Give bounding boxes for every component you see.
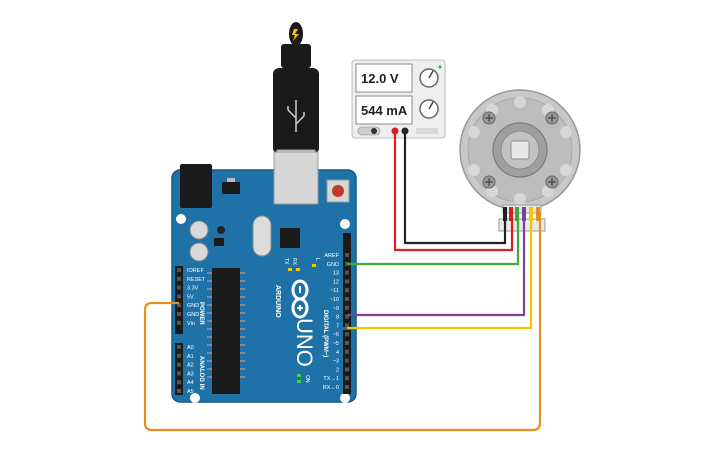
- lightning-icon: [292, 29, 299, 41]
- power-pin[interactable]: [177, 294, 181, 299]
- motor[interactable]: [459, 89, 581, 232]
- digital-section-label: DIGITAL (PWM~): [322, 310, 328, 357]
- digital-pin[interactable]: [345, 323, 349, 328]
- negative-terminal[interactable]: [401, 127, 409, 135]
- digital-pin-label: ~3: [333, 359, 339, 365]
- digital-pin[interactable]: [345, 385, 349, 389]
- analog-pin[interactable]: [177, 371, 181, 376]
- analog-pin-label: A3: [187, 371, 194, 377]
- power-supply[interactable]: 12.0 V 544 mA: [351, 59, 446, 139]
- digital-pin-label: ~9: [333, 306, 339, 312]
- power-pin-label: RESET: [187, 277, 206, 283]
- analog-pin-label: A0: [187, 345, 194, 351]
- digital-pin-label: ~5: [333, 341, 339, 347]
- digital-pin-label: 12: [333, 279, 339, 285]
- dc-power-jack[interactable]: [180, 164, 212, 208]
- analog-header[interactable]: [175, 343, 183, 395]
- power-pin-label: 3.3V: [187, 286, 199, 292]
- digital-pin-label: RX←0: [323, 385, 339, 391]
- digital-pin-label: 8: [336, 315, 339, 321]
- analog-pin[interactable]: [177, 389, 181, 393]
- model-label: UNO: [292, 318, 317, 367]
- analog-pin-label: A4: [187, 380, 194, 386]
- power-pin-label: IOREF: [187, 268, 204, 274]
- digital-pin-label: 2: [336, 367, 339, 373]
- power-pin-label: Vin: [187, 321, 195, 327]
- power-pin-label: 5V: [187, 294, 194, 300]
- digital-pin-label: 7: [336, 323, 339, 329]
- brand-label: ARDUINO: [274, 285, 281, 318]
- analog-pin-label: A5: [187, 389, 194, 395]
- digital-pin-label: 13: [333, 271, 339, 277]
- digital-pin[interactable]: [345, 367, 349, 372]
- digital-pin[interactable]: [345, 376, 349, 381]
- digital-pin[interactable]: [345, 314, 349, 319]
- power-pin[interactable]: [177, 276, 181, 281]
- digital-pin[interactable]: [345, 305, 349, 310]
- power-pin[interactable]: [177, 303, 181, 308]
- on-led: [297, 374, 301, 377]
- digital-pin-label: AREF: [324, 253, 339, 259]
- red-wire[interactable]: [393, 132, 514, 252]
- analog-section-label: ANALOG IN: [198, 356, 204, 390]
- analog-pin[interactable]: [177, 362, 181, 367]
- arduino-board[interactable]: TX RX L ARDUINO UNO ON POWER ANALOG IN D…: [171, 151, 357, 403]
- motor-shaft[interactable]: [510, 140, 530, 160]
- digital-pin[interactable]: [345, 349, 349, 354]
- digital-pin-label: ~10: [330, 297, 339, 303]
- green-wire[interactable]: [347, 212, 520, 266]
- power-pin[interactable]: [177, 285, 181, 290]
- digital-header[interactable]: [343, 233, 351, 394]
- power-pin[interactable]: [177, 320, 181, 325]
- black-wire[interactable]: [403, 132, 507, 245]
- power-pin[interactable]: [177, 268, 181, 272]
- analog-pin-label: A2: [187, 363, 194, 369]
- positive-terminal[interactable]: [391, 127, 399, 135]
- yellow-wire[interactable]: [347, 212, 533, 330]
- screw-icon: [482, 111, 559, 189]
- usb-icon: [287, 100, 305, 132]
- digital-pin[interactable]: [345, 253, 349, 257]
- microcontroller-chip: [212, 268, 240, 394]
- digital-pin-label: 4: [336, 350, 339, 356]
- orange-wire[interactable]: [143, 212, 542, 432]
- on-label: ON: [304, 375, 310, 383]
- analog-pin[interactable]: [177, 345, 181, 349]
- digital-pin-label: TX→1: [323, 376, 339, 382]
- digital-pin-label: ~11: [330, 288, 339, 294]
- motor-connector-pins[interactable]: [503, 207, 540, 221]
- rx-label: RX: [291, 258, 297, 266]
- digital-pin[interactable]: [345, 279, 349, 284]
- usb-port[interactable]: [273, 151, 319, 205]
- digital-pin[interactable]: [345, 297, 349, 301]
- power-pin-label: GND: [187, 303, 199, 309]
- current-readout: 544 mA: [361, 103, 408, 118]
- arduino-logo: [291, 279, 309, 319]
- power-header[interactable]: [175, 266, 183, 334]
- voltage-readout: 12.0 V: [361, 71, 399, 86]
- digital-pin[interactable]: [345, 332, 349, 337]
- digital-pin-label: GND: [327, 262, 339, 268]
- l-label: L: [314, 258, 320, 261]
- digital-pin[interactable]: [345, 270, 349, 275]
- purple-wire[interactable]: [347, 212, 526, 317]
- analog-pin-label: A1: [187, 354, 194, 360]
- power-pin-label: GND: [187, 312, 199, 318]
- analog-pin[interactable]: [177, 380, 181, 385]
- power-pin[interactable]: [177, 312, 181, 316]
- digital-pin[interactable]: [345, 288, 349, 293]
- analog-pin[interactable]: [177, 353, 181, 358]
- power-section-label: POWER: [198, 302, 204, 325]
- digital-pin-label: ~6: [333, 332, 339, 338]
- tx-label: TX: [283, 258, 289, 265]
- digital-pin[interactable]: [345, 358, 349, 363]
- digital-pin[interactable]: [345, 341, 349, 345]
